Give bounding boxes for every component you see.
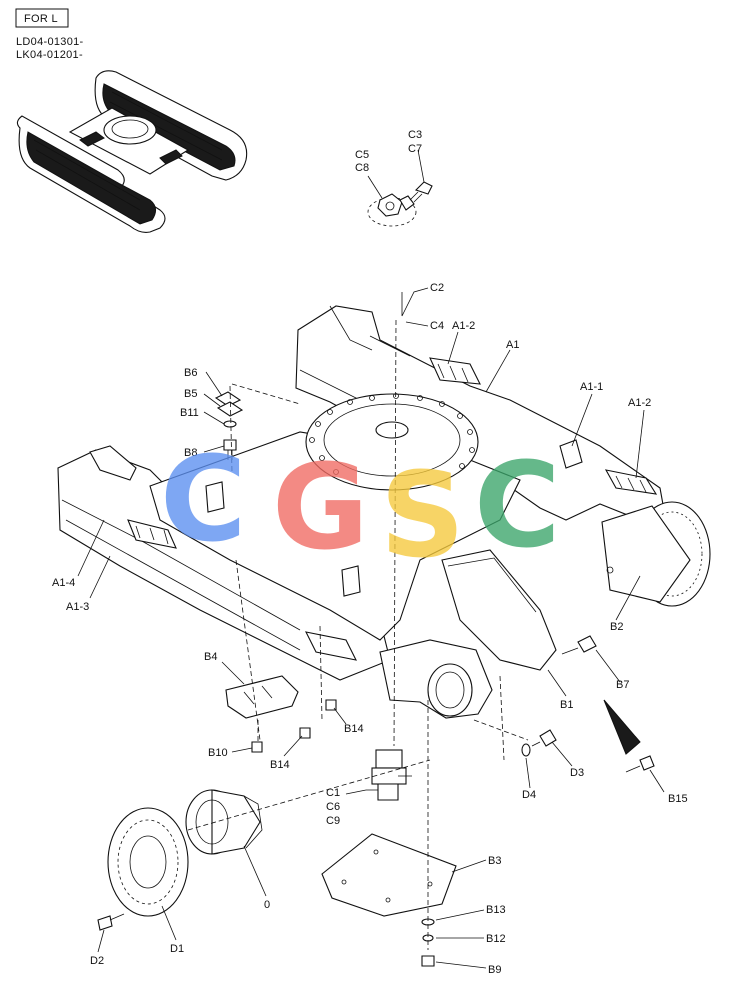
label-A1-3: A1-3 <box>66 601 89 613</box>
label-B15: B15 <box>668 793 688 805</box>
label-B14-left: B14 <box>270 759 290 771</box>
label-B4: B4 <box>204 651 217 663</box>
label-A1: A1 <box>506 339 519 351</box>
model-box <box>15 8 69 28</box>
watermark-letter-4: C <box>474 436 561 574</box>
bolt-B15 <box>603 699 655 773</box>
label-C9: C9 <box>326 815 340 827</box>
label-D4: D4 <box>522 789 536 801</box>
idler-wheel-B2 <box>601 501 711 607</box>
leader-lines <box>77 287 665 969</box>
label-0: 0 <box>264 899 270 911</box>
watermark-letter-2: G <box>272 438 369 576</box>
serial-range-1: LD04-01301- <box>16 36 84 48</box>
watermark-letter-1: C <box>160 430 247 568</box>
label-B11: B11 <box>180 407 199 419</box>
sprocket-D1 <box>97 807 189 931</box>
label-B10: B10 <box>208 747 228 759</box>
label-B2: B2 <box>610 621 623 633</box>
bracket-B4 <box>225 675 337 753</box>
swivel-joint-C1 <box>366 319 412 801</box>
part-labels: C2 C4 A1-2 A1 A1-1 A1-2 B6 B5 B11 B8 A1-… <box>52 282 688 976</box>
label-C8: C8 <box>355 162 369 174</box>
label-B14-right: B14 <box>344 723 364 735</box>
label-B9: B9 <box>488 964 501 976</box>
under-cover-B3 <box>321 833 457 917</box>
label-B5: B5 <box>184 388 197 400</box>
label-B3: B3 <box>488 855 501 867</box>
header: FOR L LD04-01301- LK04-01201- <box>15 8 84 61</box>
bolt-D3-washer-D4 <box>521 729 557 757</box>
label-C1: C1 <box>326 787 340 799</box>
label-D1: D1 <box>170 943 184 955</box>
label-D3: D3 <box>570 767 584 779</box>
label-D2: D2 <box>90 955 104 967</box>
label-A1-4: A1-4 <box>52 577 75 589</box>
label-C7: C7 <box>408 143 422 155</box>
model-box-label: FOR L <box>24 13 58 25</box>
label-B1: B1 <box>560 699 573 711</box>
swivel-stopper-assembly <box>367 149 433 227</box>
watermark: C G S C <box>160 430 561 584</box>
undercarriage-thumbnail <box>16 70 248 233</box>
label-B7: B7 <box>616 679 629 691</box>
label-C6: C6 <box>326 801 340 813</box>
bolt-B7 <box>561 635 597 655</box>
label-C4: C4 <box>430 320 444 332</box>
label-B13: B13 <box>486 904 506 916</box>
watermark-letter-3: S <box>380 446 465 584</box>
label-C2: C2 <box>430 282 444 294</box>
serial-range-2: LK04-01201- <box>16 49 83 61</box>
label-A1-2-top: A1-2 <box>452 320 475 332</box>
label-B12: B12 <box>486 933 506 945</box>
label-A1-1: A1-1 <box>580 381 603 393</box>
label-A1-2-right: A1-2 <box>628 397 651 409</box>
track-frame-A1 <box>57 305 665 719</box>
direction-arrow-icon <box>603 699 641 755</box>
label-B6: B6 <box>184 367 197 379</box>
label-B8: B8 <box>184 447 197 459</box>
label-C5: C5 <box>355 149 369 161</box>
bolt-stack-B9-B12-B13 <box>421 700 435 967</box>
label-C3: C3 <box>408 129 422 141</box>
travel-motor-0 <box>185 789 263 855</box>
cover-B1 <box>441 549 557 671</box>
